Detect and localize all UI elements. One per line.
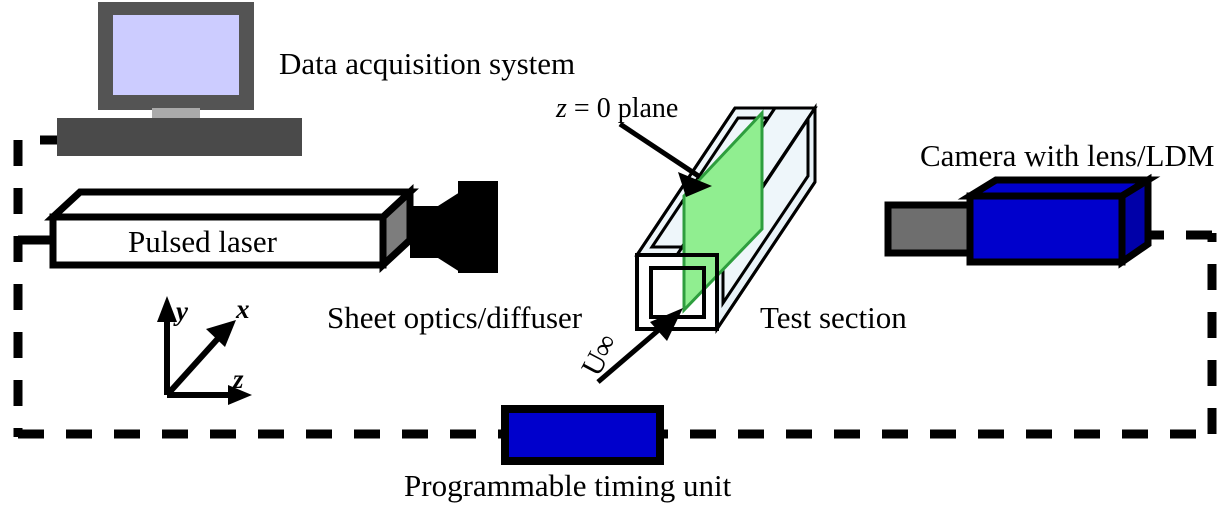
monitor-screen [113, 15, 239, 95]
camera-side-face [1118, 173, 1152, 269]
label-z-zero-plane: z = 0 plane [555, 93, 678, 124]
duct-front-inner-frame [649, 266, 706, 319]
monitor-stand [152, 108, 200, 120]
label-axis-z: z [232, 364, 244, 394]
label-axis-x: x [235, 294, 250, 324]
laser-front-face [49, 213, 387, 269]
axis-x-arrowhead [206, 320, 236, 347]
computer-base [57, 118, 302, 156]
axis-x-line [164, 331, 225, 398]
camera-lens-barrel [884, 201, 982, 257]
label-pulsed-laser: Pulsed laser [128, 224, 278, 259]
programmable-timing-unit [501, 405, 664, 465]
optics-horn-taper [438, 192, 460, 272]
duct-right-inner-pane [721, 114, 810, 308]
optics-connector [410, 206, 438, 258]
laser-top-face [44, 188, 419, 221]
test-section [634, 103, 818, 334]
timing-unit-box [501, 405, 664, 465]
freestream-arrowhead [650, 308, 683, 341]
label-programmable-timing-unit: Programmable timing unit [404, 468, 732, 503]
coordinate-axes [157, 296, 252, 405]
z-plane-arrowhead [678, 172, 712, 197]
axis-y-arrowhead [157, 296, 177, 322]
camera-with-lens [884, 173, 1161, 269]
data-acquisition-system [57, 2, 302, 156]
label-z-equals-zero-plane: = 0 plane [567, 93, 678, 124]
camera-body-face [966, 192, 1126, 266]
label-sheet-optics-diffuser: Sheet optics/diffuser [327, 300, 583, 335]
z-plane-pointer-arrow [618, 121, 712, 197]
label-data-acquisition-system: Data acquisition system [279, 46, 575, 81]
label-freestream-velocity: U ∞ [575, 328, 624, 381]
axis-z-arrowhead [228, 385, 252, 405]
label-axis-y: y [173, 296, 189, 326]
freestream-flow-arrow [596, 308, 683, 384]
laser-sheet-plane [682, 109, 764, 314]
label-z-variable: z [555, 93, 567, 124]
label-camera-with-lens: Camera with lens/LDM [920, 138, 1214, 173]
label-test-section: Test section [760, 300, 907, 335]
optics-block [458, 181, 498, 273]
sheet-optics-diffuser [410, 181, 498, 273]
